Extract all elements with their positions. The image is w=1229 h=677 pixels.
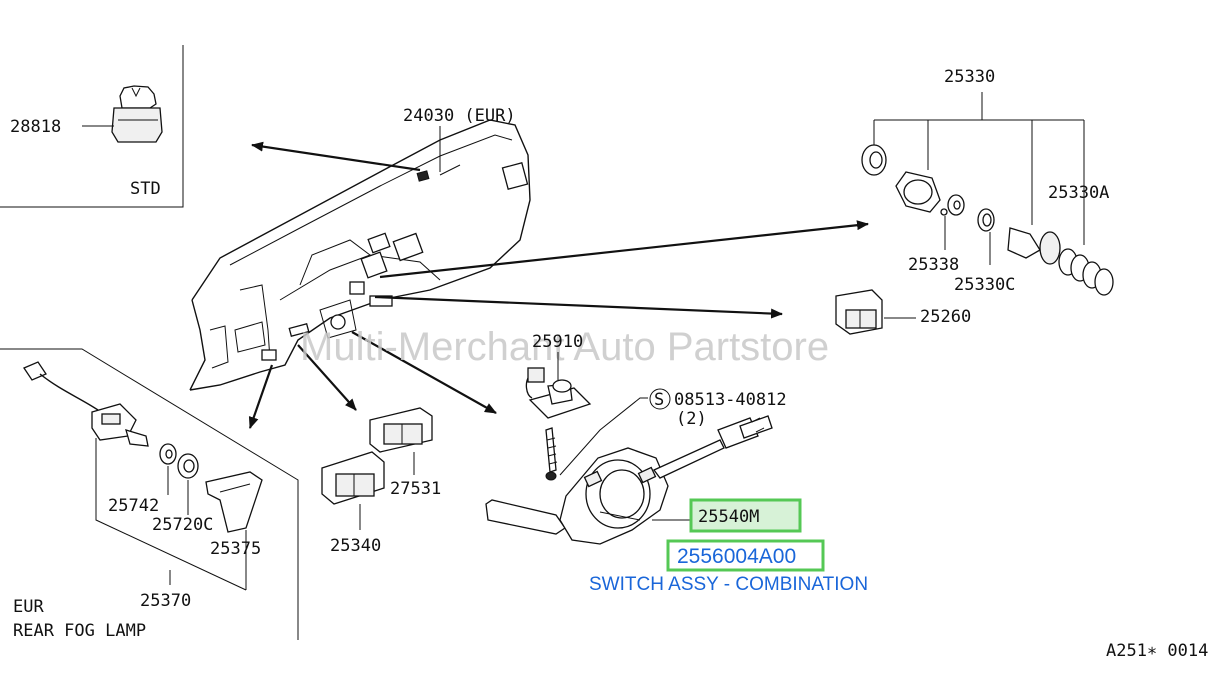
part-27531-switch[interactable] (369, 407, 433, 453)
label-25375: 25375 (210, 539, 261, 559)
highlight-part-number[interactable]: 2556004A00 (666, 539, 825, 572)
leader-fog-parts (167, 466, 247, 590)
label-std: STD (130, 179, 161, 199)
arrow-to-25330 (379, 220, 869, 279)
label-25330a: 25330A (1048, 183, 1109, 203)
label-25338: 25338 (908, 255, 959, 275)
dashboard-instrument-panel (189, 119, 531, 391)
diagram-code: A251∗ 0014 (1106, 641, 1208, 661)
part-25330c-washer[interactable] (977, 208, 995, 232)
part-25720c-nut[interactable] (177, 453, 199, 479)
label-bolt-code: 08513-40812 (674, 390, 787, 410)
part-screw[interactable] (545, 427, 558, 481)
part-description: SWITCH ASSY - COMBINATION (589, 574, 868, 595)
svg-text:S: S (654, 390, 664, 410)
label-25720c: 25720C (152, 515, 213, 535)
leader-bolt (559, 397, 648, 476)
label-27531: 27531 (390, 479, 441, 499)
label-25910: 25910 (532, 332, 583, 352)
part-25338-clip[interactable] (940, 194, 965, 216)
arrow-to-std-inset (251, 141, 421, 172)
svg-text:2556004A00: 2556004A00 (677, 545, 796, 568)
label-bolt-quantity: (2) (676, 409, 707, 429)
part-combination-switch-assembly[interactable] (485, 415, 773, 545)
label-28818: 28818 (10, 117, 61, 137)
label-25330: 25330 (944, 67, 995, 87)
eur-inset-frame (0, 348, 299, 640)
leader-25330-bracket (873, 92, 1085, 245)
leader-25370-left (95, 438, 247, 591)
arrow-to-rear-fog (248, 364, 274, 429)
part-25330-cylinder[interactable] (895, 171, 941, 213)
part-28818-cap[interactable] (111, 85, 163, 143)
label-25340: 25340 (330, 536, 381, 556)
label-25330c: 25330C (954, 275, 1015, 295)
part-25742-washer[interactable] (159, 443, 177, 465)
arrow-to-combination-switch (351, 331, 497, 414)
part-25375-knob[interactable] (205, 471, 263, 533)
part-25330-bezel[interactable] (861, 144, 887, 176)
svg-text:25540M: 25540M (698, 507, 759, 527)
label-25742: 25742 (108, 496, 159, 516)
label-eur: EUR (13, 597, 44, 617)
part-25340-switch[interactable] (321, 451, 385, 505)
bolt-standard-symbol: S (649, 388, 671, 410)
part-25330a-socket[interactable] (1007, 227, 1114, 296)
part-25910-relay[interactable] (525, 367, 592, 419)
watermark: Multi-Merchant Auto Partstore (300, 325, 829, 369)
label-24030-eur: 24030 (EUR) (403, 106, 516, 126)
arrow-to-25260 (374, 295, 783, 319)
std-inset-frame (0, 45, 184, 208)
highlight-25540m[interactable]: 25540M (689, 498, 802, 533)
part-25260-switch[interactable] (835, 289, 883, 335)
label-rear-fog-lamp: REAR FOG LAMP (13, 621, 146, 641)
label-25370: 25370 (140, 591, 191, 611)
part-fog-lamp-switch-harness[interactable] (23, 361, 149, 447)
label-25260: 25260 (920, 307, 971, 327)
arrow-to-25340 (297, 344, 357, 411)
